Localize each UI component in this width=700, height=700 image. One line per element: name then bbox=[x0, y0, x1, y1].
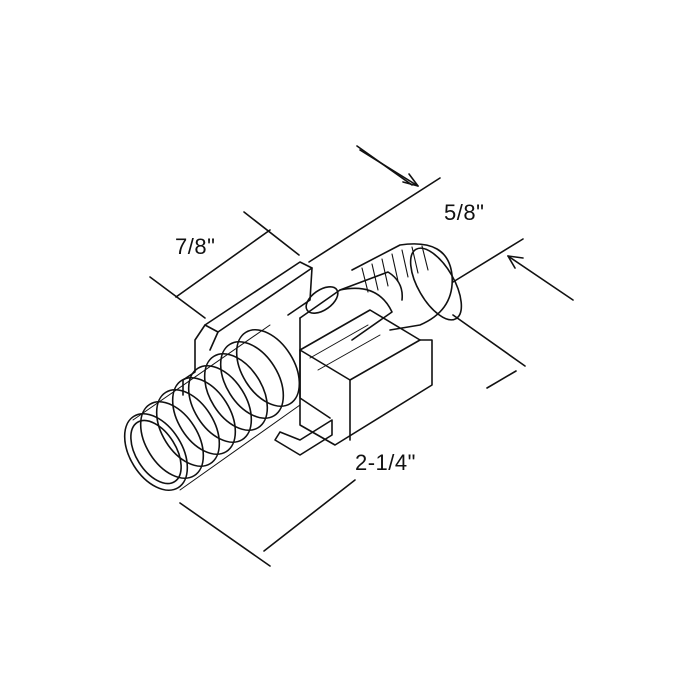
clip-left-arm bbox=[182, 324, 206, 396]
threaded-rod bbox=[351, 243, 463, 331]
clip-foot bbox=[274, 419, 333, 456]
extension-line bbox=[243, 211, 300, 256]
clip-top-edge bbox=[287, 267, 313, 316]
arrowhead bbox=[402, 173, 419, 187]
extension-line bbox=[452, 314, 526, 367]
clip-block bbox=[299, 309, 433, 446]
spring-outline bbox=[132, 324, 301, 491]
extension-line bbox=[452, 238, 524, 283]
body-ring bbox=[339, 271, 404, 301]
body-top-ellipse bbox=[305, 286, 339, 314]
spring-end-inner bbox=[130, 419, 182, 485]
spring-coil bbox=[139, 401, 205, 479]
clip-slot bbox=[309, 324, 381, 371]
dimension-line bbox=[263, 479, 356, 552]
dimension-2-1-4 bbox=[179, 314, 526, 567]
arrowhead bbox=[507, 255, 524, 269]
spring-coil bbox=[203, 353, 269, 431]
clip-inner-edge bbox=[209, 331, 219, 351]
dimension-line bbox=[486, 370, 517, 389]
clip-top-lip bbox=[204, 261, 313, 333]
extension-line bbox=[308, 177, 441, 263]
spring-coil bbox=[155, 389, 221, 467]
spring-end-coil bbox=[123, 413, 189, 491]
cylinder-body bbox=[299, 271, 404, 419]
extension-line bbox=[179, 502, 271, 567]
leader-line bbox=[507, 255, 574, 301]
dimension-5-8 bbox=[308, 145, 574, 301]
extension-line bbox=[149, 276, 206, 319]
leader-line bbox=[359, 149, 419, 187]
spring-coil bbox=[187, 365, 253, 443]
coil-spring bbox=[123, 324, 301, 491]
body-left-side bbox=[299, 317, 331, 419]
clip-bracket bbox=[182, 261, 433, 456]
dimension-7-8 bbox=[149, 211, 300, 319]
rod-threads bbox=[361, 245, 429, 293]
dimension-line bbox=[175, 229, 271, 298]
dimension-label-width: 7/8" bbox=[175, 234, 216, 259]
spring-coil bbox=[171, 377, 237, 455]
dimension-label-length: 2-1/4" bbox=[355, 450, 416, 475]
rod-end bbox=[409, 247, 463, 321]
spring-coil bbox=[235, 329, 301, 407]
dimension-label-diameter: 5/8" bbox=[444, 200, 485, 225]
spring-coil bbox=[219, 341, 285, 419]
